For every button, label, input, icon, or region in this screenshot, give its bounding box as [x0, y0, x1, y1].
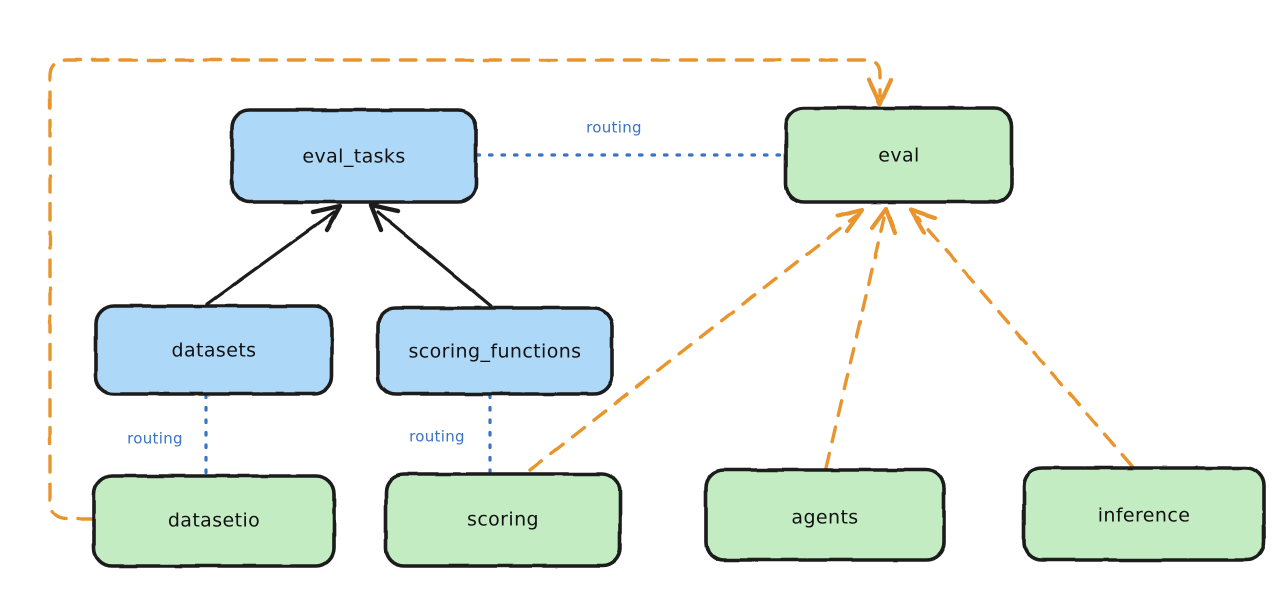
- node-datasetio[interactable]: datasetio: [92, 474, 336, 568]
- node-eval-tasks-shape: [230, 108, 478, 204]
- edge-scoring-eval: [528, 207, 865, 472]
- edge-label-routing-scoring-functions: routing: [409, 428, 465, 446]
- node-scoring[interactable]: scoring: [384, 472, 622, 568]
- edge-inference-eval: [908, 207, 1134, 468]
- node-datasets[interactable]: datasets: [94, 304, 334, 396]
- edge-scoring-functions-eval-tasks: [368, 202, 493, 308]
- edge-datasets-eval-tasks: [205, 203, 343, 306]
- node-scoring-label: scoring: [467, 509, 539, 531]
- node-inference[interactable]: inference: [1022, 466, 1266, 562]
- node-eval-tasks-label: eval_tasks: [302, 146, 405, 168]
- edge-label-routing-datasets: routing: [127, 430, 183, 448]
- node-eval-shape: [784, 106, 1014, 204]
- node-datasets-shape: [94, 304, 334, 396]
- node-scoring-functions-label: scoring_functions: [409, 341, 582, 363]
- node-eval-label: eval: [878, 145, 919, 167]
- node-datasetio-label: datasetio: [168, 510, 260, 532]
- edge-agents-eval: [824, 206, 898, 470]
- node-scoring-functions[interactable]: scoring_functions: [376, 306, 614, 396]
- node-agents-label: agents: [791, 507, 858, 529]
- node-inference-label: inference: [1098, 505, 1191, 527]
- node-scoring-functions-shape: [376, 306, 614, 396]
- edge-datasetio-eval: [48, 58, 894, 521]
- node-datasetio-shape: [92, 474, 336, 568]
- node-eval[interactable]: eval: [784, 106, 1014, 204]
- node-agents[interactable]: agents: [704, 468, 946, 562]
- node-inference-shape: [1022, 466, 1266, 562]
- edge-label-routing-eval-tasks: routing: [586, 119, 642, 137]
- node-agents-shape: [704, 468, 946, 562]
- node-datasets-label: datasets: [172, 340, 257, 362]
- node-eval-tasks[interactable]: eval_tasks: [230, 108, 478, 204]
- node-scoring-shape: [384, 472, 622, 568]
